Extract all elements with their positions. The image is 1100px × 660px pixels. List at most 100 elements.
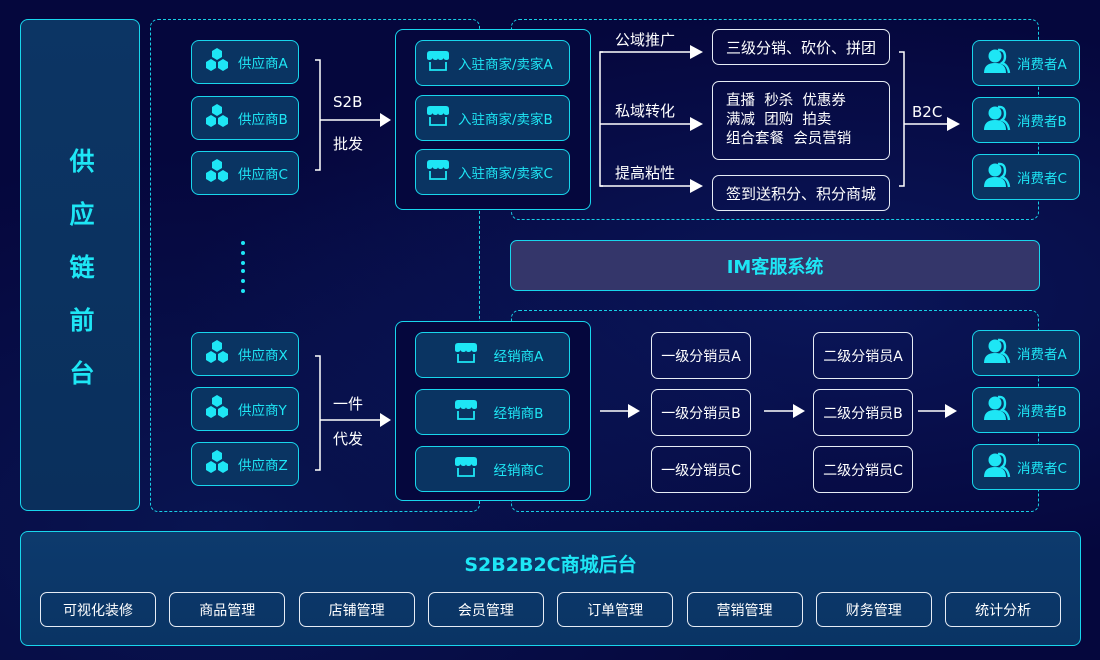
consumer-card-label: 消费者C: [1017, 461, 1067, 477]
distributor-card[interactable]: 经销商A: [415, 332, 570, 378]
backend-title: S2B2B2C商城后台: [464, 554, 637, 576]
storefront-icon: [454, 399, 478, 425]
hexagon-cluster-icon: [204, 395, 230, 423]
consumer-card[interactable]: 消费者C: [972, 154, 1080, 200]
backend-module-button[interactable]: 店铺管理: [298, 592, 415, 627]
supplier-card[interactable]: 供应商C: [191, 151, 299, 195]
supplier-card[interactable]: 供应商Y: [191, 387, 299, 431]
supplier-card-label: 供应商Y: [238, 403, 287, 419]
ellipsis-dot: [241, 289, 245, 293]
storefront-icon: [454, 456, 478, 482]
consumer-card[interactable]: 消费者A: [972, 330, 1080, 376]
level1-distributor-card-label: 一级分销员A: [661, 348, 741, 365]
level2-distributor-card[interactable]: 二级分销员B: [813, 389, 913, 436]
channel-bracket: [599, 51, 603, 187]
consumer-card[interactable]: 消费者B: [972, 97, 1080, 143]
flow-label-s2b: S2B: [333, 93, 363, 111]
mall-backend-panel: S2B2B2C商城后台 可视化装修 商品管理 店铺管理 会员管理 订单管理 营销管理 财务管…: [20, 531, 1081, 646]
supplier-card-label: 供应商Z: [238, 458, 288, 474]
channel-box-text: 签到送积分、积分商城: [725, 184, 876, 203]
arrow-head: [945, 404, 957, 418]
backend-module-button[interactable]: 商品管理: [169, 592, 286, 627]
distributor-card[interactable]: 经销商C: [415, 446, 570, 492]
channel-box-public: 三级分销、砍价、拼团: [712, 29, 890, 65]
arrow-head: [380, 413, 391, 427]
ellipsis-dot: [241, 279, 245, 283]
supplier-card[interactable]: 供应商Z: [191, 442, 299, 486]
backend-module-label: 可视化装修: [63, 602, 133, 619]
flow-label-wholesale: 批发: [333, 135, 364, 153]
distributor-card-label: 经销商B: [493, 406, 544, 422]
backend-module-button[interactable]: 营销管理: [686, 592, 803, 627]
backend-module-button[interactable]: 可视化装修: [40, 592, 156, 627]
level1-distributor-card[interactable]: 一级分销员B: [651, 389, 751, 436]
consumer-card[interactable]: 消费者A: [972, 40, 1080, 86]
panel-title: 供应链前台: [66, 147, 95, 413]
channel-box-text: 组合套餐 会员营销: [726, 131, 852, 147]
level2-distributor-card-label: 二级分销员C: [823, 462, 903, 479]
hexagon-cluster-icon: [204, 104, 230, 132]
b2c-bracket: [899, 51, 905, 187]
backend-module-button[interactable]: 统计分析: [945, 592, 1062, 627]
distributor-card-label: 经销商A: [493, 349, 544, 365]
seller-card-label: 入驻商家/卖家C: [458, 166, 553, 182]
users-icon: [983, 395, 1011, 425]
consumer-card-label: 消费者B: [1017, 114, 1067, 130]
backend-module-button[interactable]: 会员管理: [427, 592, 544, 627]
seller-card[interactable]: 入驻商家/卖家B: [415, 95, 570, 141]
consumer-card[interactable]: 消费者B: [972, 387, 1080, 433]
ellipsis-dot: [241, 269, 245, 273]
s2b-bracket: [315, 59, 321, 171]
consumer-card[interactable]: 消费者C: [972, 444, 1080, 490]
storefront-icon: [426, 105, 450, 131]
users-icon: [983, 105, 1011, 135]
backend-module-label: 财务管理: [845, 602, 902, 619]
channel-label: 公域推广: [615, 31, 676, 49]
channel-box-retention: 签到送积分、积分商城: [712, 175, 890, 211]
flow-label-b2c: B2C: [912, 103, 943, 121]
seller-card[interactable]: 入驻商家/卖家A: [415, 40, 570, 86]
supplier-card[interactable]: 供应商B: [191, 96, 299, 140]
backend-module-label: 商品管理: [199, 602, 256, 619]
backend-module-button[interactable]: 订单管理: [557, 592, 674, 627]
seller-card-label: 入驻商家/卖家A: [458, 57, 553, 73]
backend-module-label: 会员管理: [457, 602, 514, 619]
supplier-card-label: 供应商X: [238, 348, 288, 364]
hexagon-cluster-icon: [204, 450, 230, 478]
users-icon: [983, 338, 1011, 368]
backend-module-button[interactable]: 财务管理: [815, 592, 932, 627]
arrow-head: [947, 117, 960, 131]
distributor-card-label: 经销商C: [493, 463, 544, 479]
channel-box-private: 直播 秒杀 优惠券 满减 团购 拍卖 组合套餐 会员营销: [712, 81, 890, 160]
supplier-card[interactable]: 供应商A: [191, 40, 299, 84]
channel-label: 私域转化: [615, 102, 676, 120]
users-icon: [983, 452, 1011, 482]
level1-distributor-card[interactable]: 一级分销员C: [651, 446, 751, 493]
supplier-group-frame: [150, 19, 480, 512]
arrow-head: [690, 179, 703, 193]
level2-distributor-card[interactable]: 二级分销员A: [813, 332, 913, 379]
backend-module-label: 营销管理: [716, 602, 773, 619]
supplier-card[interactable]: 供应商X: [191, 332, 299, 376]
channel-box-text: 三级分销、砍价、拼团: [725, 38, 876, 57]
level2-distributor-card-label: 二级分销员A: [823, 348, 903, 365]
seller-card-label: 入驻商家/卖家B: [458, 112, 553, 128]
supplier-card-label: 供应商A: [238, 56, 288, 72]
hexagon-cluster-icon: [204, 159, 230, 187]
channel-box-text: 满减 团购 拍卖: [726, 112, 832, 128]
level2-distributor-card[interactable]: 二级分销员C: [813, 446, 913, 493]
seller-card[interactable]: 入驻商家/卖家C: [415, 149, 570, 195]
im-service-system[interactable]: IM客服系统: [510, 240, 1040, 291]
storefront-icon: [426, 50, 450, 76]
storefront-icon: [426, 159, 450, 185]
consumer-card-label: 消费者A: [1017, 347, 1067, 363]
arrow-head: [690, 45, 703, 59]
dropship-bracket: [315, 355, 321, 471]
level1-distributor-card[interactable]: 一级分销员A: [651, 332, 751, 379]
level1-distributor-card-label: 一级分销员C: [661, 462, 741, 479]
ellipsis-dot: [241, 241, 245, 245]
backend-module-label: 订单管理: [587, 602, 644, 619]
users-icon: [983, 162, 1011, 192]
distributor-card[interactable]: 经销商B: [415, 389, 570, 435]
